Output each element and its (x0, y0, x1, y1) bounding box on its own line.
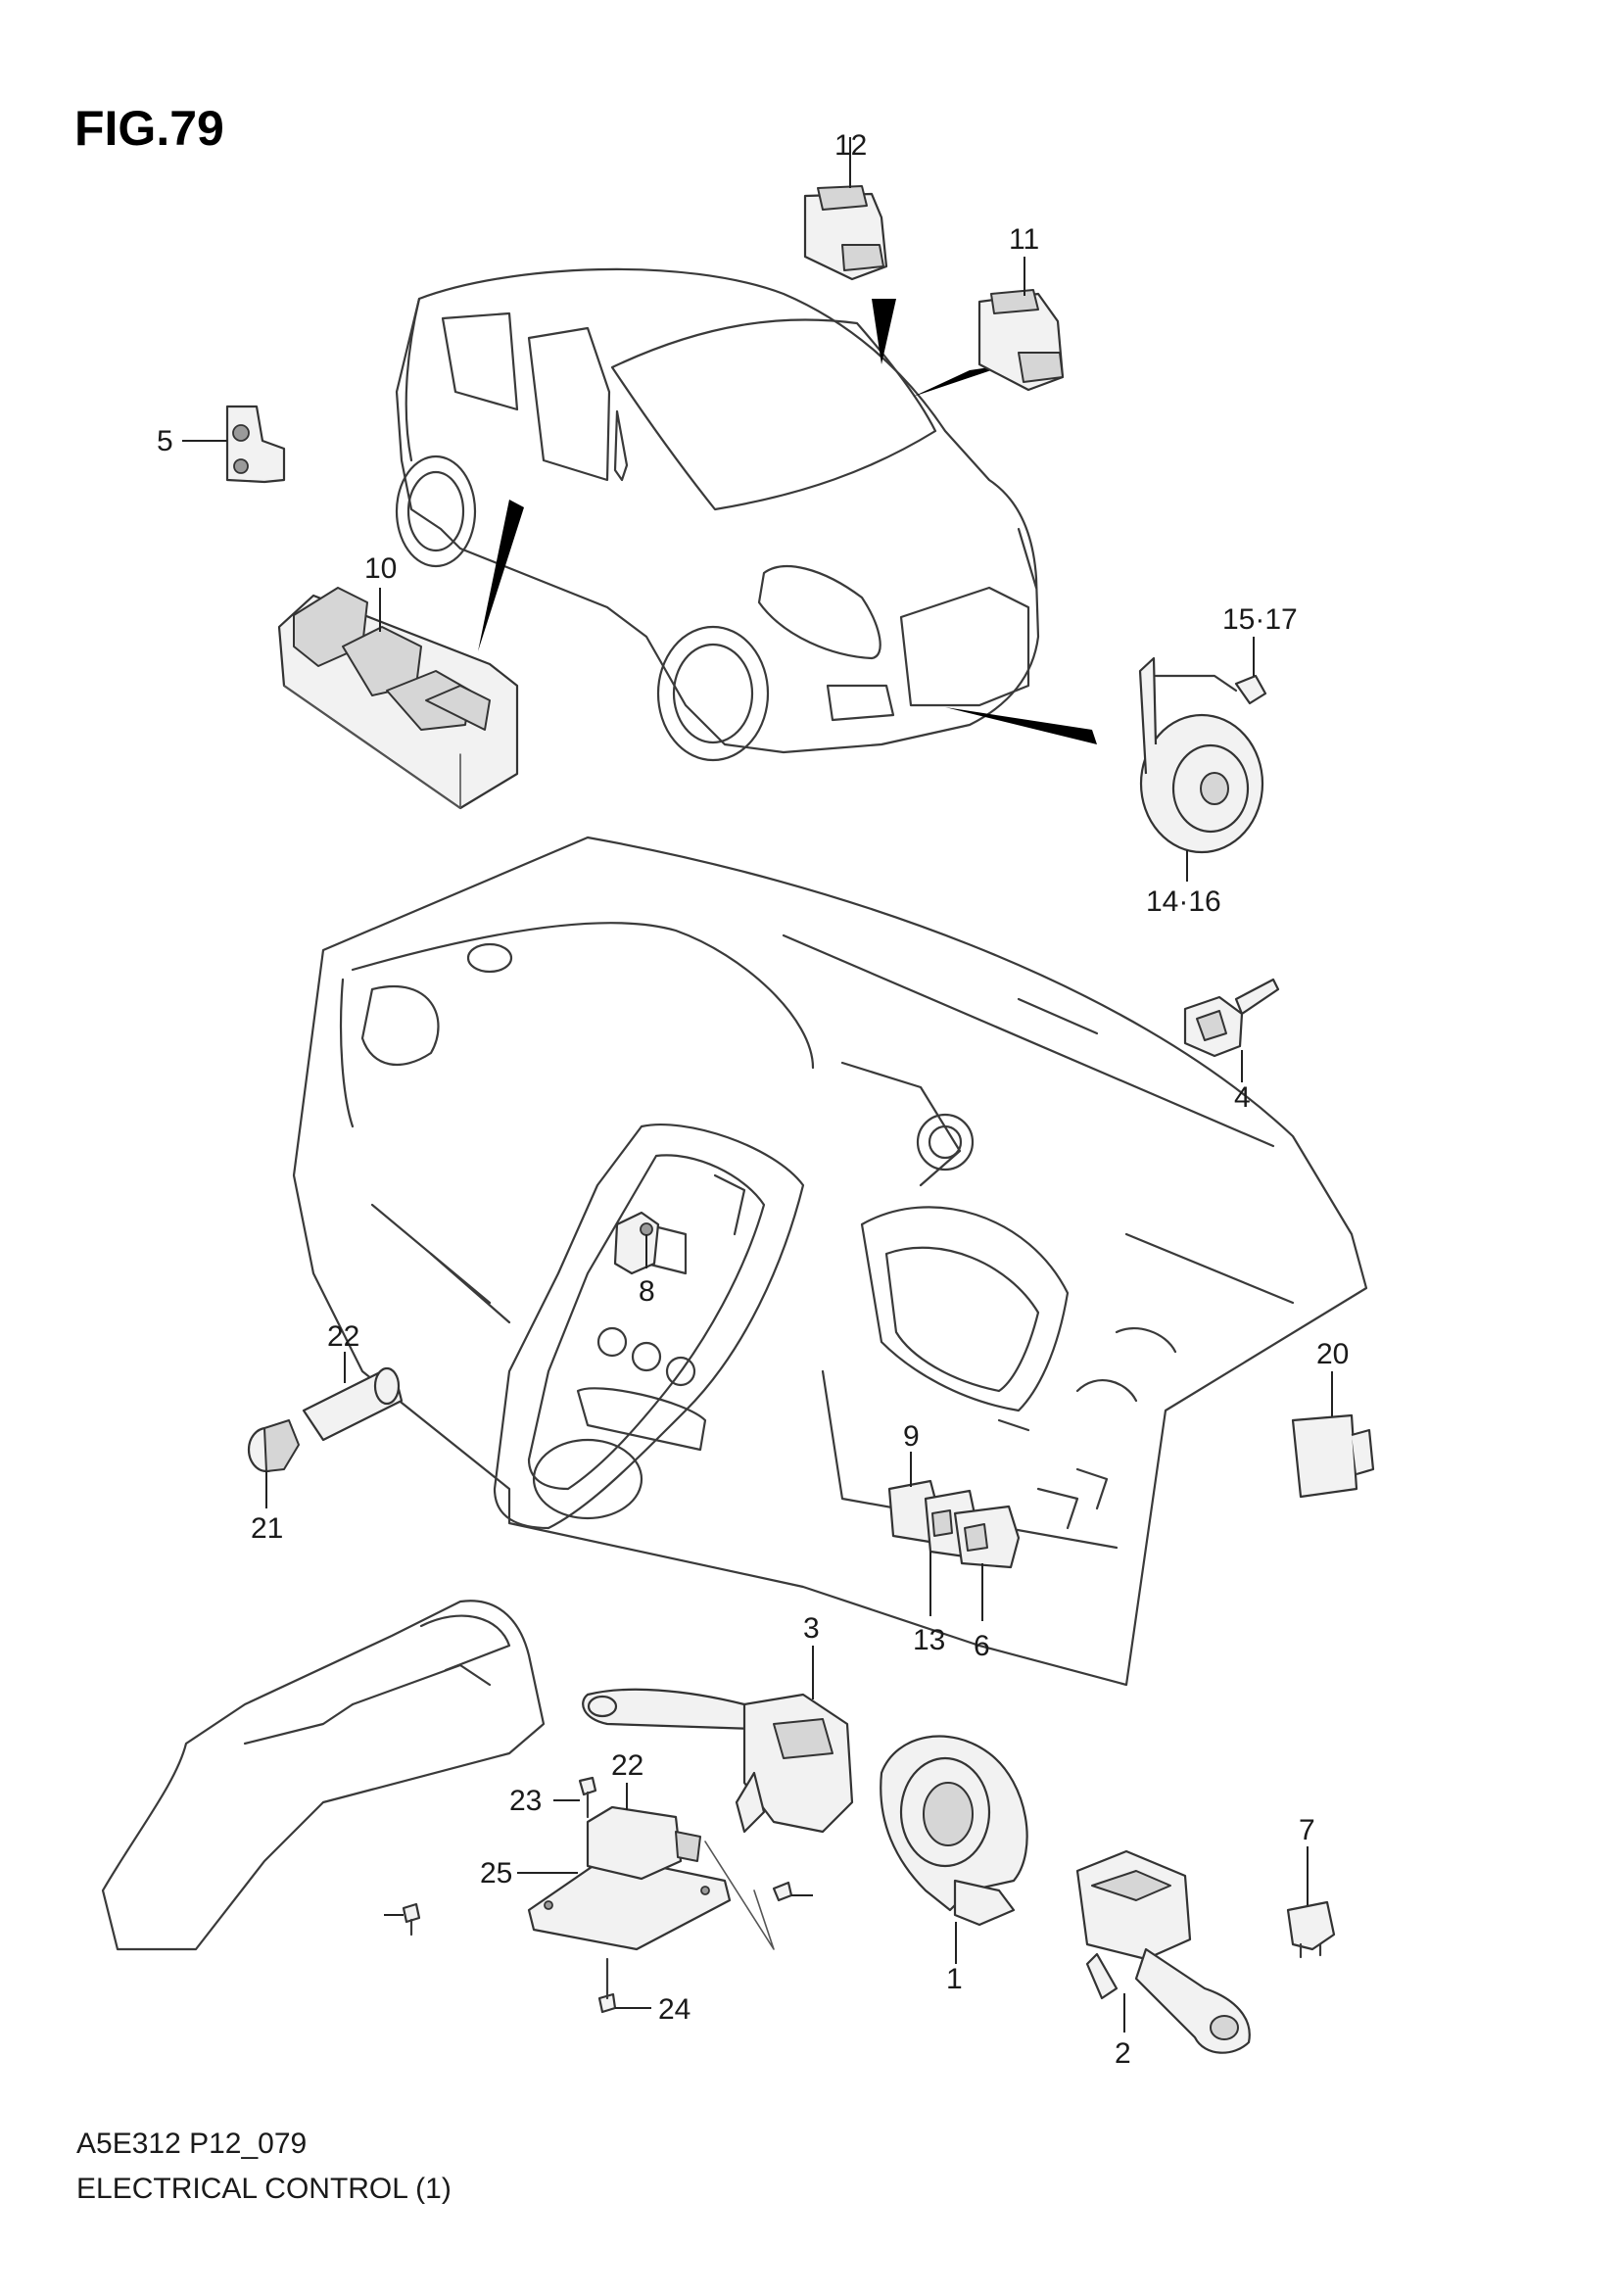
callout-10: 10 (364, 552, 397, 585)
dashboard-outline (292, 836, 1368, 1687)
part-7-relay (1286, 1846, 1336, 1959)
callout-6: 6 (974, 1630, 990, 1662)
part-15-17-bolt (1234, 637, 1267, 705)
callout-8: 8 (639, 1275, 655, 1308)
part-21-sensor-module (586, 1783, 701, 1881)
callout-13: 13 (913, 1624, 945, 1656)
callout-9: 9 (903, 1420, 920, 1453)
callout-1: 1 (946, 1963, 963, 1995)
part-25-bolt (384, 1902, 421, 1937)
part-11-switch (977, 257, 1065, 392)
callout-18: 20 (1316, 1338, 1349, 1370)
part-10-window-switch (277, 587, 519, 810)
part-1-contact-coil (880, 1735, 1028, 1964)
bracket-leader-lines (704, 1841, 775, 1950)
callout-2: 2 (1115, 2037, 1131, 2070)
callout-12: 12 (834, 129, 867, 162)
vehicle-outline (395, 267, 1040, 762)
part-20-lighter-socket (302, 1352, 404, 1442)
callout-20: 22 (327, 1320, 359, 1353)
callout-14-16: 14·16 (1146, 885, 1221, 918)
part-2-lighting-switch (1075, 1849, 1251, 2054)
callout-22-upper: 23 (509, 1785, 542, 1817)
callout-3: 3 (803, 1612, 820, 1645)
callout-labels: 12 11 5 10 15·17 14·16 4 8 22 21 20 9 13… (157, 129, 1349, 2070)
callout-11: 11 (1009, 223, 1039, 256)
callout-21: 22 (611, 1749, 643, 1782)
pointer-wedges (478, 299, 1097, 744)
floor-console-outline (101, 1600, 546, 1951)
callout-4: 4 (1234, 1081, 1251, 1114)
figure-caption: ELECTRICAL CONTROL (1) (76, 2173, 452, 2205)
part-24-bolt (772, 1881, 813, 1902)
part-4-stop-switch (1183, 978, 1280, 1082)
part-8-switch (613, 1211, 660, 1275)
callout-19: 21 (251, 1512, 283, 1545)
figure-title: FIG.79 (74, 101, 224, 156)
callout-5: 5 (157, 425, 173, 457)
callout-23: 25 (480, 1857, 512, 1889)
part-19-lighter-plug (247, 1419, 300, 1508)
part-5-switch (182, 405, 286, 484)
part-18-relay (1291, 1371, 1375, 1499)
callout-22-lower: 24 (658, 1993, 690, 2026)
part-14-16-horn (1138, 656, 1264, 882)
figure-code: A5E312 P12_079 (76, 2128, 307, 2160)
callout-15-17: 15·17 (1222, 603, 1298, 636)
callout-7: 7 (1299, 1814, 1315, 1846)
part-12-switch (803, 137, 888, 281)
part-22-bolt-upper (553, 1776, 597, 1819)
part-6-switch (953, 1505, 1021, 1621)
part-22-bolt-lower (597, 1957, 651, 2014)
part-3-wiper-switch (582, 1646, 854, 1834)
